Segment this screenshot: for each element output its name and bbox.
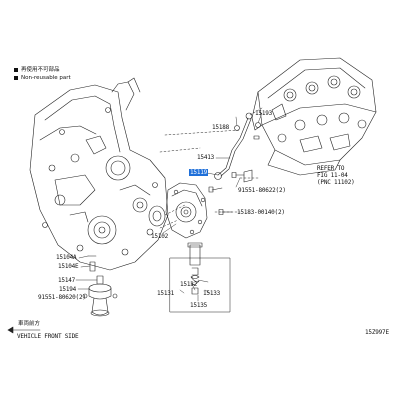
part-label-15183-00140[interactable]: 15183-00140(2) [237,209,285,216]
relief-valve-drawing [169,242,231,313]
part-label-15104a[interactable]: 15104A [56,254,77,261]
part-label-15413[interactable]: 15413 [197,154,215,161]
part-label-15119-highlighted[interactable]: 15119 [189,169,209,176]
part-label-15147[interactable]: 15147 [58,277,76,284]
part-label-15133[interactable]: 15133 [203,290,221,297]
part-label-15104e[interactable]: 15104E [58,263,79,270]
refer-line-1: REFER TO [317,165,345,172]
part-label-91551-80622[interactable]: 91551-80622(2) [238,187,286,194]
timing-cover-drawing [29,77,169,271]
oil-filler-drawing [87,255,97,272]
bullet-icon [14,75,18,80]
part-label-15132[interactable]: 15132 [180,281,198,288]
part-label-15194[interactable]: 15194 [59,286,77,293]
vehicle-front-cn: 車両前方 [18,321,41,327]
vehicle-front-en: VEHICLE FRONT SIDE [17,333,79,340]
oil-pump-drawing [148,172,245,239]
legend-cn: 再使用不可部品 [14,67,60,74]
oil-pipe-drawing [214,112,253,183]
fitting-parts-drawing [234,122,261,140]
cylinder-head-drawing [251,57,377,176]
part-label-15188[interactable]: 15188 [212,124,230,131]
oil-strainer-drawing [82,275,118,317]
vehicle-front-arrow [7,326,41,334]
part-label-15135[interactable]: 15135 [190,302,208,309]
part-label-91551-80620[interactable]: 91551-80620(2) [38,294,86,301]
legend-en: Non-reusable part [14,75,71,82]
refer-line-2[interactable]: FIG 11-04 [317,172,348,179]
part-label-15131[interactable]: 15131 [157,290,175,297]
legend-en-text: Non-reusable part [21,75,71,81]
part-label-15102[interactable]: 15102 [151,233,169,240]
figure-code: 15Z997E [365,329,389,336]
part-label-15193[interactable]: 15193 [255,110,273,117]
refer-line-3: (PNC 11102) [317,179,355,186]
bullet-icon [14,67,18,72]
legend-cn-text: 再使用不可部品 [21,67,60,73]
